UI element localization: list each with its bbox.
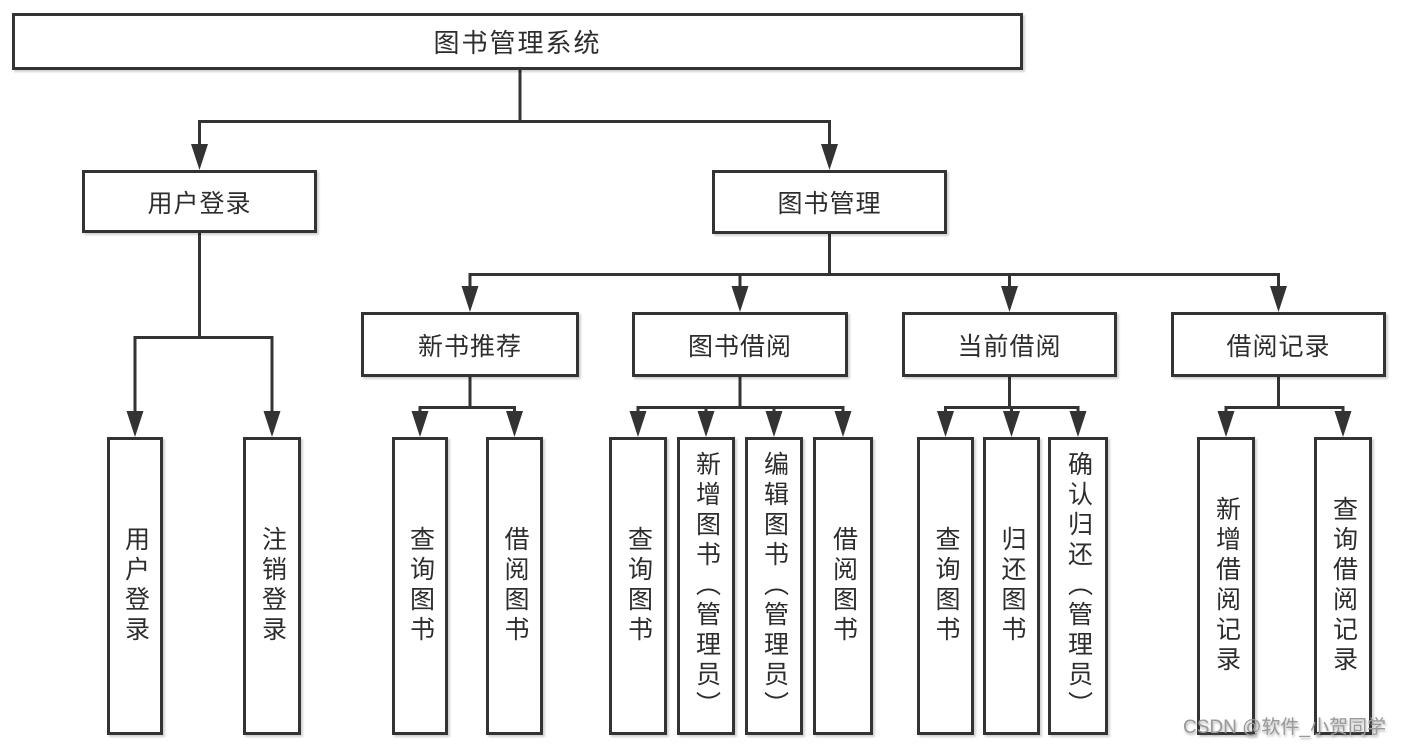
arrowhead-down-icon	[126, 411, 144, 437]
leaf-return-book: 归还图书	[983, 437, 1040, 735]
leaf-query-books-1-label: 查询图书	[406, 526, 435, 646]
connector-root-to-level2	[191, 68, 838, 170]
arrowhead-down-icon	[1069, 411, 1087, 437]
arrowhead-down-icon	[937, 411, 954, 437]
leaf-query-books-2-label: 查询图书	[624, 526, 653, 646]
arrowhead-down-icon	[765, 411, 783, 437]
leaf-query-books-3-label: 查询图书	[932, 526, 960, 646]
leaf-add-borrow-record-label: 新增借阅记录	[1212, 496, 1241, 676]
leaf-add-borrow-record: 新增借阅记录	[1197, 437, 1255, 735]
leaf-confirm-return-admin: 确认归还（管理员）	[1048, 437, 1108, 735]
node-current-borrow: 当前借阅	[902, 312, 1117, 377]
arrowhead-down-icon	[191, 144, 208, 170]
leaf-add-book-admin-label: 新增图书（管理员）	[692, 451, 721, 721]
node-book-management: 图书管理	[712, 170, 947, 234]
connector-current-to-leaves	[937, 377, 1087, 437]
node-new-book-recommend: 新书推荐	[361, 312, 579, 377]
arrowhead-down-icon	[1003, 411, 1020, 437]
leaf-borrow-books-1: 借阅图书	[486, 437, 543, 735]
leaf-borrow-books-2: 借阅图书	[813, 437, 873, 735]
arrowhead-down-icon	[697, 411, 715, 437]
connector-records-to-leaves	[1217, 377, 1352, 437]
leaf-query-books-1: 查询图书	[392, 437, 448, 735]
leaf-user-login: 用户登录	[107, 437, 163, 735]
node-new-book-recommend-label: 新书推荐	[417, 332, 522, 361]
arrowhead-down-icon	[1217, 411, 1235, 437]
csdn-watermark: CSDN @软件_小贺同学	[1183, 717, 1386, 738]
connector-newbook-to-leaves	[411, 377, 523, 437]
node-borrow-records-label: 借阅记录	[1226, 332, 1331, 361]
arrowhead-down-icon	[629, 411, 647, 437]
node-user-login-label: 用户登录	[147, 189, 252, 218]
arrowhead-down-icon	[1001, 286, 1018, 312]
leaf-query-books-2: 查询图书	[609, 437, 667, 735]
leaf-query-borrow-record-label: 查询借阅记录	[1329, 496, 1358, 676]
connector-userlogin-to-leaves	[126, 233, 281, 437]
leaf-query-books-3: 查询图书	[917, 437, 974, 735]
arrowhead-down-icon	[461, 286, 479, 312]
arrowhead-down-icon	[834, 411, 852, 437]
node-book-borrow-label: 图书借阅	[687, 332, 792, 361]
arrowhead-down-icon	[731, 286, 749, 312]
leaf-logout-label: 注销登录	[258, 526, 287, 646]
node-book-management-label: 图书管理	[777, 190, 882, 218]
arrowhead-down-icon	[263, 411, 281, 437]
connector-bookmgmt-to-level3	[461, 234, 1287, 312]
node-root-label: 图书管理系统	[433, 28, 602, 58]
leaf-user-login-label: 用户登录	[121, 526, 150, 646]
node-borrow-records: 借阅记录	[1171, 312, 1386, 377]
arrowhead-down-icon	[821, 144, 838, 170]
leaf-edit-book-admin: 编辑图书（管理员）	[745, 437, 803, 735]
leaf-edit-book-admin-label: 编辑图书（管理员）	[760, 451, 789, 721]
node-book-borrow: 图书借阅	[632, 312, 848, 377]
node-user-login: 用户登录	[82, 170, 317, 233]
connector-borrow-to-leaves	[629, 377, 852, 437]
leaf-confirm-return-admin-label: 确认归还（管理员）	[1064, 451, 1093, 721]
leaf-return-book-label: 归还图书	[998, 526, 1026, 646]
leaf-logout: 注销登录	[243, 437, 301, 735]
node-root: 图书管理系统	[12, 13, 1023, 70]
leaf-borrow-books-1-label: 借阅图书	[501, 526, 529, 646]
arrowhead-down-icon	[1270, 286, 1287, 312]
arrowhead-down-icon	[1334, 411, 1352, 437]
arrowhead-down-icon	[506, 411, 523, 437]
node-current-borrow-label: 当前借阅	[957, 332, 1062, 361]
leaf-add-book-admin: 新增图书（管理员）	[677, 437, 735, 735]
leaf-query-borrow-record: 查询借阅记录	[1314, 437, 1372, 735]
leaf-borrow-books-2-label: 借阅图书	[829, 526, 858, 646]
arrowhead-down-icon	[411, 411, 429, 437]
